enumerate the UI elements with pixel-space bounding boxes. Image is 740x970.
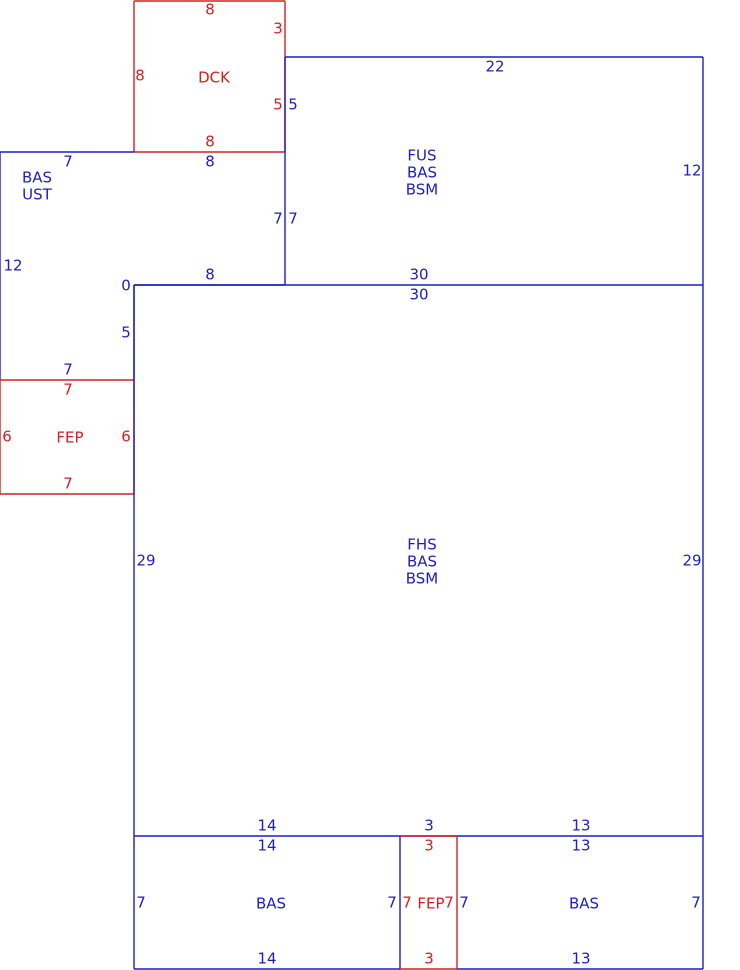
dimension-label: 8 (205, 266, 215, 284)
area-fep-bottom: FEP 3 7 7 3 (400, 835, 458, 970)
dimension-label: 22 (485, 58, 504, 76)
dimension-label: 8 (205, 153, 215, 171)
dimension-label: 29 (682, 552, 701, 570)
dimension-label: 3 (273, 20, 283, 38)
area-label: BAS (569, 895, 599, 913)
area-label: FHS (407, 536, 436, 554)
dimension-label: 7 (63, 361, 73, 379)
dimension-label: 7 (63, 475, 73, 493)
dimension-label: 14 (257, 950, 276, 968)
area-label: FEP (417, 895, 444, 913)
area-label: UST (22, 186, 53, 204)
area-label: FUS (407, 147, 436, 165)
dimension-label: 0 (121, 277, 131, 295)
area-dck: DCK 8 3 8 5 8 (133, 0, 286, 153)
dimension-label: 13 (571, 817, 590, 835)
dimension-label: 7 (402, 894, 412, 912)
area-label: BAS (407, 164, 437, 182)
area-label: BAS (256, 895, 286, 913)
dimension-label: 13 (571, 837, 590, 855)
dimension-label: 8 (205, 1, 215, 19)
area-bas-right: BAS 13 7 7 13 (457, 836, 704, 970)
dimension-label: 5 (121, 324, 131, 342)
dimension-label: 3 (424, 950, 434, 968)
area-fep-left: FEP 7 6 6 7 (0, 379, 135, 495)
dimension-label: 30 (409, 266, 428, 284)
dimension-label: 3 (424, 837, 434, 855)
dimension-label: 7 (273, 210, 283, 228)
dimension-label: 14 (257, 837, 276, 855)
dimension-label: 7 (63, 381, 73, 399)
dimension-label: 14 (257, 817, 276, 835)
dimension-label: 8 (205, 133, 215, 151)
dimension-label: 5 (273, 96, 283, 114)
area-bas-left: BAS 14 7 7 14 (133, 836, 401, 970)
dimension-label: 7 (63, 153, 73, 171)
dimension-label: 30 (409, 286, 428, 304)
dimension-label: 7 (691, 894, 701, 912)
dimension-label: 6 (2, 428, 12, 446)
dimension-label: 7 (387, 894, 397, 912)
dimension-label: 7 (136, 894, 146, 912)
dimension-label: 7 (444, 894, 454, 912)
dimension-label: 7 (459, 894, 469, 912)
dimension-label: 12 (3, 257, 22, 275)
dimension-label: 8 (135, 67, 145, 85)
area-label: BAS (407, 553, 437, 571)
area-label: BAS (22, 169, 52, 187)
area-label: BSM (406, 570, 439, 588)
dimension-label: 3 (424, 817, 434, 835)
dimension-label: 7 (288, 210, 298, 228)
area-label: DCK (198, 69, 231, 87)
dimension-label: 29 (136, 552, 155, 570)
dimension-label: 13 (571, 950, 590, 968)
dimension-label: 6 (121, 428, 131, 446)
area-label: BSM (406, 181, 439, 199)
dimension-label: 5 (288, 96, 298, 114)
dimension-label: 12 (682, 162, 701, 180)
area-label: FEP (56, 429, 83, 447)
